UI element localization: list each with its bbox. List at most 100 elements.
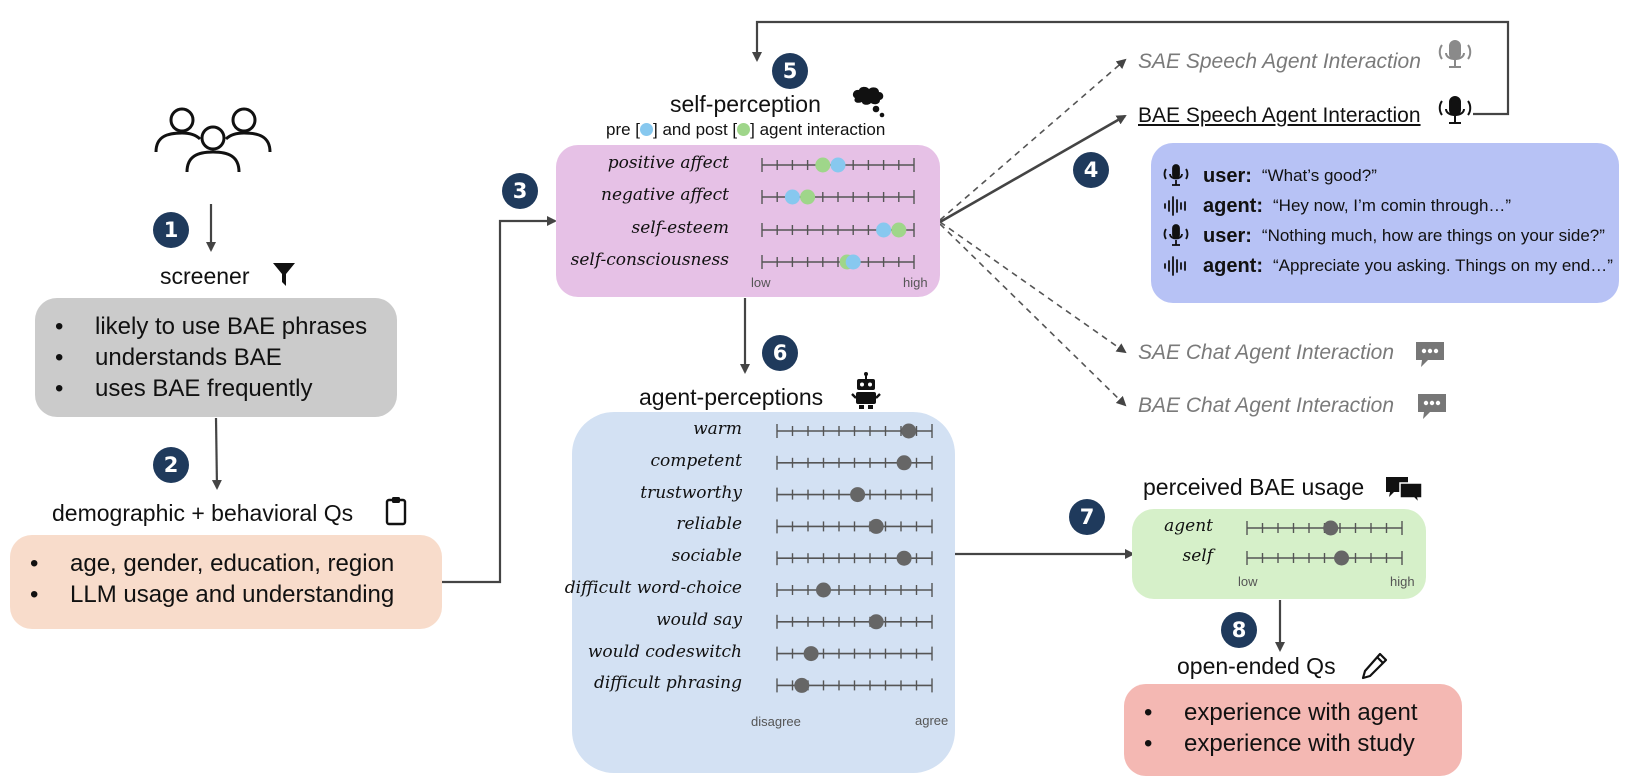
step-badge-6: 6 <box>762 335 798 371</box>
arrow-to-sae-chat <box>939 221 1127 354</box>
usage-scale-label: agent <box>1164 516 1213 536</box>
open-ended-title: open-ended Qs <box>1177 653 1336 679</box>
agent-perceptions-title: agent-perceptions <box>639 384 824 410</box>
agent-scale-label: difficult phrasing <box>593 673 742 694</box>
conversation-box <box>1151 143 1619 303</box>
step-badge-1: 1 <box>153 212 189 248</box>
chat-bubble-icon <box>1416 342 1444 367</box>
agent-scale-label: sociable <box>671 546 742 567</box>
chat-bubble-icon <box>1418 394 1446 419</box>
bae-chat-interaction[interactable]: BAE Chat Agent Interaction <box>1138 394 1395 417</box>
self-scale-label: negative affect <box>601 185 729 205</box>
robot-icon <box>851 372 881 409</box>
self-scale-label: positive affect <box>607 153 729 173</box>
self-perception-subtitle: pre [ ] and post [ ] agent interaction <box>606 120 885 140</box>
microphone-icon <box>1163 223 1189 249</box>
subtitle-mid: ] and post [ <box>653 120 738 139</box>
demographic-box: age, gender, education, region LLM usage… <box>10 535 442 629</box>
participants-icon <box>154 107 272 173</box>
microphone-icon <box>1438 96 1472 124</box>
speaker-label: user: <box>1203 224 1252 247</box>
speaker-label: agent: <box>1203 254 1263 277</box>
agent-marker <box>896 455 912 471</box>
pre-legend-dot <box>640 123 654 136</box>
agent-scale-label: difficult word-choice <box>564 578 742 598</box>
step-badge-5: 5 <box>772 53 808 89</box>
subtitle-pre: pre [ <box>606 120 641 139</box>
step-badge-2: 2 <box>153 447 189 483</box>
usage-marker <box>1323 520 1339 536</box>
funnel-icon <box>273 263 295 286</box>
self-scale-label: self-consciousness <box>570 250 729 270</box>
agent-marker <box>794 677 810 693</box>
arrow-to-bae-speech <box>939 114 1127 224</box>
arrow-step-2 <box>211 417 222 490</box>
conversation-line: agent:“Hey now, I’m comin through…” <box>1163 193 1511 219</box>
demographic-item: age, gender, education, region <box>10 548 442 579</box>
message-text: “Appreciate you asking. Things on my end… <box>1273 256 1613 275</box>
usage-low-label: low <box>1238 574 1258 589</box>
pre-marker <box>830 157 846 173</box>
agent-scale-label: reliable <box>676 514 742 535</box>
self-scale-label: self-esteem <box>631 218 729 238</box>
speaker-label: user: <box>1203 164 1252 187</box>
agent-high-label: agree <box>915 713 949 728</box>
step-badge-7: 7 <box>1069 499 1105 535</box>
sae-speech-interaction[interactable]: SAE Speech Agent Interaction <box>1138 50 1421 73</box>
sae-chat-interaction[interactable]: SAE Chat Agent Interaction <box>1138 341 1395 364</box>
soundwave-icon <box>1163 193 1189 219</box>
open-ended-item: experience with study <box>1124 728 1462 759</box>
screener-box: likely to use BAE phrases understands BA… <box>35 298 397 417</box>
agent-scale-label: would codeswitch <box>587 641 742 662</box>
pre-marker <box>784 189 800 205</box>
microphone-icon <box>1163 163 1189 189</box>
agent-marker <box>868 614 884 630</box>
usage-scale-label: self <box>1182 546 1213 566</box>
step-badge-8: 8 <box>1221 612 1257 648</box>
screener-title: screener <box>160 263 250 289</box>
conversation-line: user: “What’s good?” <box>1163 163 1377 189</box>
self-high-label: high <box>903 275 928 290</box>
screener-item: understands BAE <box>35 342 397 373</box>
agent-marker <box>816 582 831 598</box>
bae-usage-box <box>1132 509 1426 599</box>
bae-speech-interaction[interactable]: BAE Speech Agent Interaction <box>1138 104 1421 127</box>
post-legend-dot <box>737 123 751 136</box>
self-perception-box <box>556 145 940 297</box>
agent-marker <box>901 423 917 439</box>
agent-marker <box>868 518 884 534</box>
screener-item: likely to use BAE phrases <box>35 311 397 342</box>
bae-usage-title: perceived BAE usage <box>1143 474 1365 500</box>
screener-item: uses BAE frequently <box>35 373 397 404</box>
pen-icon <box>1361 652 1388 680</box>
subtitle-post: ] agent interaction <box>750 120 886 139</box>
demographic-item: LLM usage and understanding <box>10 579 442 610</box>
soundwave-icon <box>1163 253 1189 279</box>
step-badge-3: 3 <box>502 173 538 209</box>
microphone-icon <box>1438 40 1472 68</box>
speaker-label: agent: <box>1203 194 1263 217</box>
agent-low-label: disagree <box>751 714 801 729</box>
arrow-loop-back <box>752 20 1510 116</box>
arrow-to-sae-speech <box>939 58 1127 221</box>
conversation-line: user:“Nothing much, how are things on yo… <box>1163 223 1605 249</box>
pre-marker <box>876 222 892 238</box>
post-marker <box>891 222 907 238</box>
message-text: “What’s good?” <box>1261 166 1377 185</box>
conversation-line: agent: “Appreciate you asking. Things on … <box>1163 253 1613 279</box>
open-ended-item: experience with agent <box>1124 697 1462 728</box>
agent-marker <box>803 646 819 662</box>
agent-perceptions-box <box>572 412 955 773</box>
usage-marker <box>1334 550 1350 566</box>
self-low-label: low <box>751 275 771 290</box>
agent-marker <box>896 550 912 566</box>
thought-bubble-icon <box>852 86 885 118</box>
demographic-title: demographic + behavioral Qs <box>52 500 354 526</box>
open-ended-box: experience with agent experience with st… <box>1124 684 1462 776</box>
usage-high-label: high <box>1390 574 1415 589</box>
post-marker <box>815 157 831 173</box>
